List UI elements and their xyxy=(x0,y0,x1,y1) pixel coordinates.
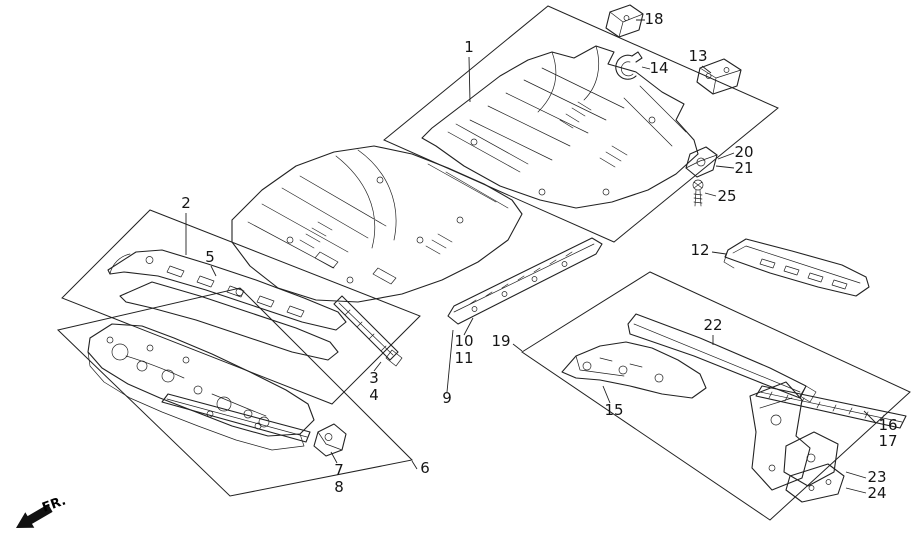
callout-4: 4 xyxy=(369,386,379,404)
bracket-23-24-outline xyxy=(783,431,839,487)
leader-lines-path xyxy=(185,19,877,494)
callout-6: 6 xyxy=(420,459,430,477)
callout-labels: 1 2 3 4 5 6 7 8 9 10 11 12 13 14 15 16 1… xyxy=(181,10,897,502)
bracket-13-details xyxy=(699,67,742,95)
plate-23-24-outline xyxy=(785,463,845,503)
dash-lower-outline xyxy=(87,323,315,437)
callout-3: 3 xyxy=(369,369,379,387)
rear-panel-group xyxy=(723,238,870,297)
callout-14: 14 xyxy=(649,59,668,77)
rear-floor-panel-group xyxy=(421,45,699,209)
cowl-top-group xyxy=(107,249,403,367)
callout-22: 22 xyxy=(703,316,722,334)
side-sill-outline xyxy=(447,237,603,325)
box-dash-lower xyxy=(56,287,414,497)
rear-panel-details xyxy=(723,245,861,290)
cowl-top-front-band-outline xyxy=(119,281,339,361)
callout-11: 11 xyxy=(454,349,473,367)
front-floor-pan-outline xyxy=(231,145,523,303)
callout-13: 13 xyxy=(688,47,707,65)
clamp-14-outline xyxy=(615,51,643,80)
rail-22-details xyxy=(633,323,817,403)
bracket-7-8-details xyxy=(317,431,343,451)
rear-floor-panel-details xyxy=(447,45,687,196)
dash-lower-stiffener-details xyxy=(125,355,308,438)
callout-23: 23 xyxy=(867,468,886,486)
fr-arrow-icon xyxy=(16,504,53,528)
dash-lower-holes xyxy=(106,336,270,428)
bounding-boxes xyxy=(56,5,911,521)
box-rear-floor xyxy=(383,5,779,243)
callout-16: 16 xyxy=(878,416,897,434)
callout-18: 18 xyxy=(644,10,663,28)
pillar-stiffener-3-4-outline xyxy=(333,295,399,361)
callout-24: 24 xyxy=(867,484,886,502)
cowl-top-rear-band-outline xyxy=(107,249,347,331)
callout-10: 10 xyxy=(454,332,473,350)
callout-15: 15 xyxy=(604,401,623,419)
small-hardware-group xyxy=(605,4,742,207)
callout-5: 5 xyxy=(205,248,215,266)
callout-1: 1 xyxy=(464,38,474,56)
leader-lines xyxy=(185,19,877,494)
fr-direction-marker: FR. xyxy=(16,493,68,528)
crossmember-15-outline xyxy=(561,341,707,399)
side-sill-strip-group xyxy=(447,237,603,325)
bracket-18-outline xyxy=(605,4,644,38)
callout-2: 2 xyxy=(181,194,191,212)
sill-16-17-outline xyxy=(755,385,907,429)
frame-upright-details xyxy=(759,397,793,472)
frame-upright-outline xyxy=(749,381,811,491)
bracket-18-details xyxy=(609,11,644,38)
front-floor-pan-group xyxy=(231,145,523,303)
fr-label: FR. xyxy=(40,493,68,515)
crossmember-15-details xyxy=(575,355,664,383)
bracket-13-outline xyxy=(696,58,742,95)
box-cowl-top xyxy=(61,209,421,405)
callout-19: 19 xyxy=(491,332,510,350)
callout-12: 12 xyxy=(690,241,709,259)
bracket-23-24-details xyxy=(806,453,832,491)
cowl-top-details xyxy=(109,253,305,318)
bolt-25 xyxy=(692,179,704,207)
sill-16-17-details xyxy=(759,391,903,423)
callout-20: 20 xyxy=(734,143,753,161)
front-floor-pan-details xyxy=(247,149,509,285)
callout-9: 9 xyxy=(442,389,452,407)
box-rear-frame xyxy=(521,271,911,521)
mount-20-21-details xyxy=(685,154,718,169)
dash-lower-depth-edge xyxy=(87,351,305,451)
callout-25: 25 xyxy=(717,187,736,205)
callout-17: 17 xyxy=(878,432,897,450)
side-sill-details xyxy=(453,243,595,313)
rail-22-outline xyxy=(627,313,807,399)
callout-21: 21 xyxy=(734,159,753,177)
rear-panel-outline xyxy=(724,238,870,297)
clamp-14-details xyxy=(620,61,634,77)
pillar-stiffener-3-4-details xyxy=(338,302,403,367)
rear-frame-group xyxy=(561,313,907,503)
callout-7: 7 xyxy=(334,461,344,479)
callout-8: 8 xyxy=(334,478,344,496)
dash-lower-group xyxy=(87,323,347,457)
